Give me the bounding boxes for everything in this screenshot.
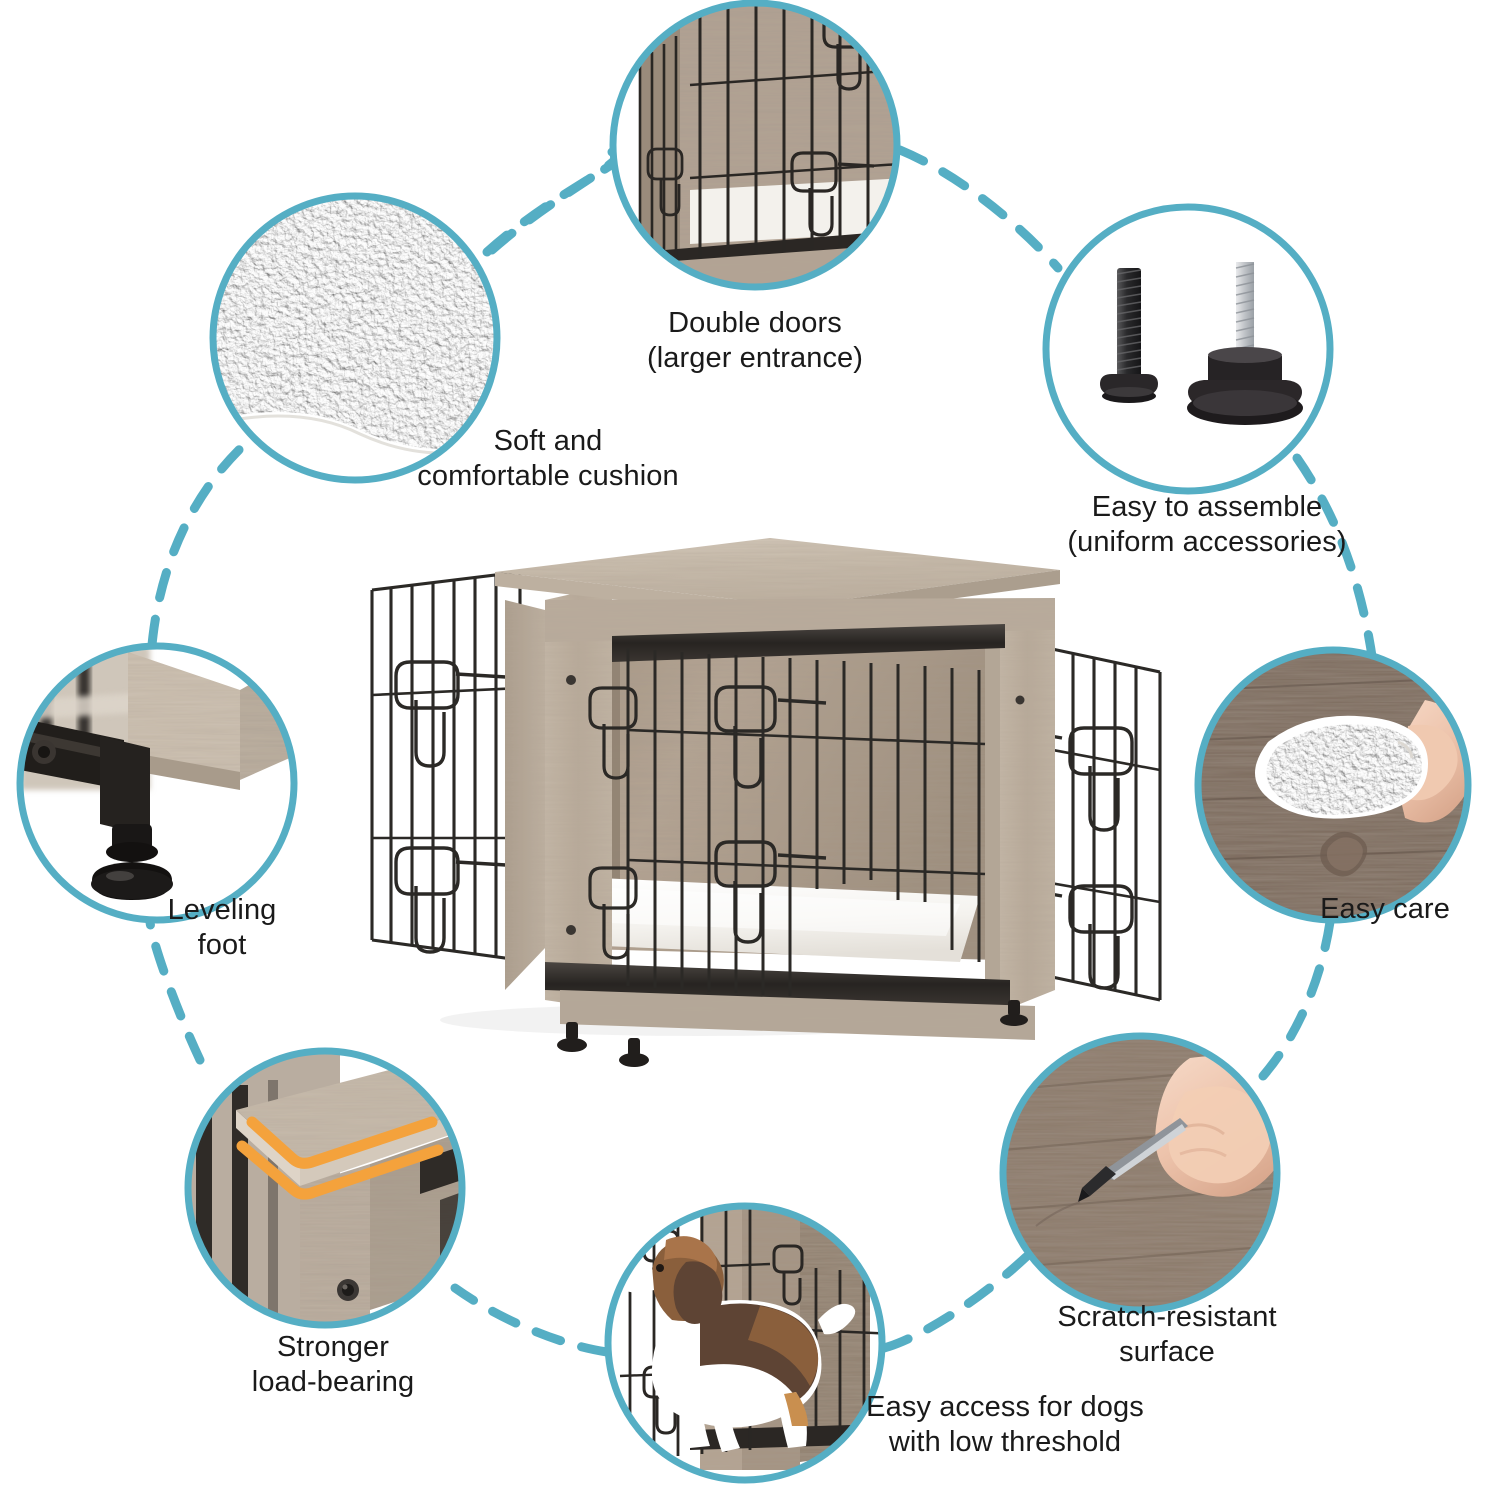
caption-soft-cushion: Soft and comfortable cushion <box>417 425 679 492</box>
feature-image-leveling-foot <box>16 642 298 924</box>
front-latch-icon <box>714 685 827 789</box>
feature-image-double-doors <box>609 0 901 291</box>
door-latch-icon <box>394 660 507 768</box>
leveling-feet <box>557 1000 1028 1067</box>
caption-scratch-resistant: Scratch-resistant surface <box>1057 1301 1277 1368</box>
caption-load-bearing: Stronger load-bearing <box>251 1331 415 1398</box>
caption-easy-care: Easy care <box>1320 893 1450 925</box>
caption-easy-assemble: Easy to assemble (uniform accessories) <box>1067 491 1347 558</box>
caption-leveling-foot: Leveling foot <box>167 894 277 961</box>
screw-illustration <box>1100 268 1158 403</box>
table-top <box>495 538 1060 606</box>
inner-latch-icon <box>588 686 638 780</box>
front-latch-icon <box>714 840 827 944</box>
leveling-foot-illustration <box>1187 262 1303 425</box>
feature-image-easy-care <box>1194 646 1472 924</box>
caption-double-doors: Double doors (larger entrance) <box>646 307 864 374</box>
feature-image-soft-cushion <box>209 192 501 484</box>
feature-image-load-bearing <box>184 1047 466 1329</box>
inner-latch-icon <box>588 866 638 960</box>
main-product-illustration <box>370 538 1162 1067</box>
feature-image-easy-assemble <box>1042 203 1334 495</box>
caption-easy-access: Easy access for dogs with low threshold <box>866 1391 1144 1458</box>
beagle-illustration <box>610 1236 856 1452</box>
metal-header-bar <box>612 624 1005 662</box>
feature-image-easy-access <box>604 1202 886 1484</box>
feature-image-scratch-resistant <box>999 1032 1281 1314</box>
door-latch-icon <box>394 846 507 954</box>
corner-highlight <box>236 1116 444 1200</box>
